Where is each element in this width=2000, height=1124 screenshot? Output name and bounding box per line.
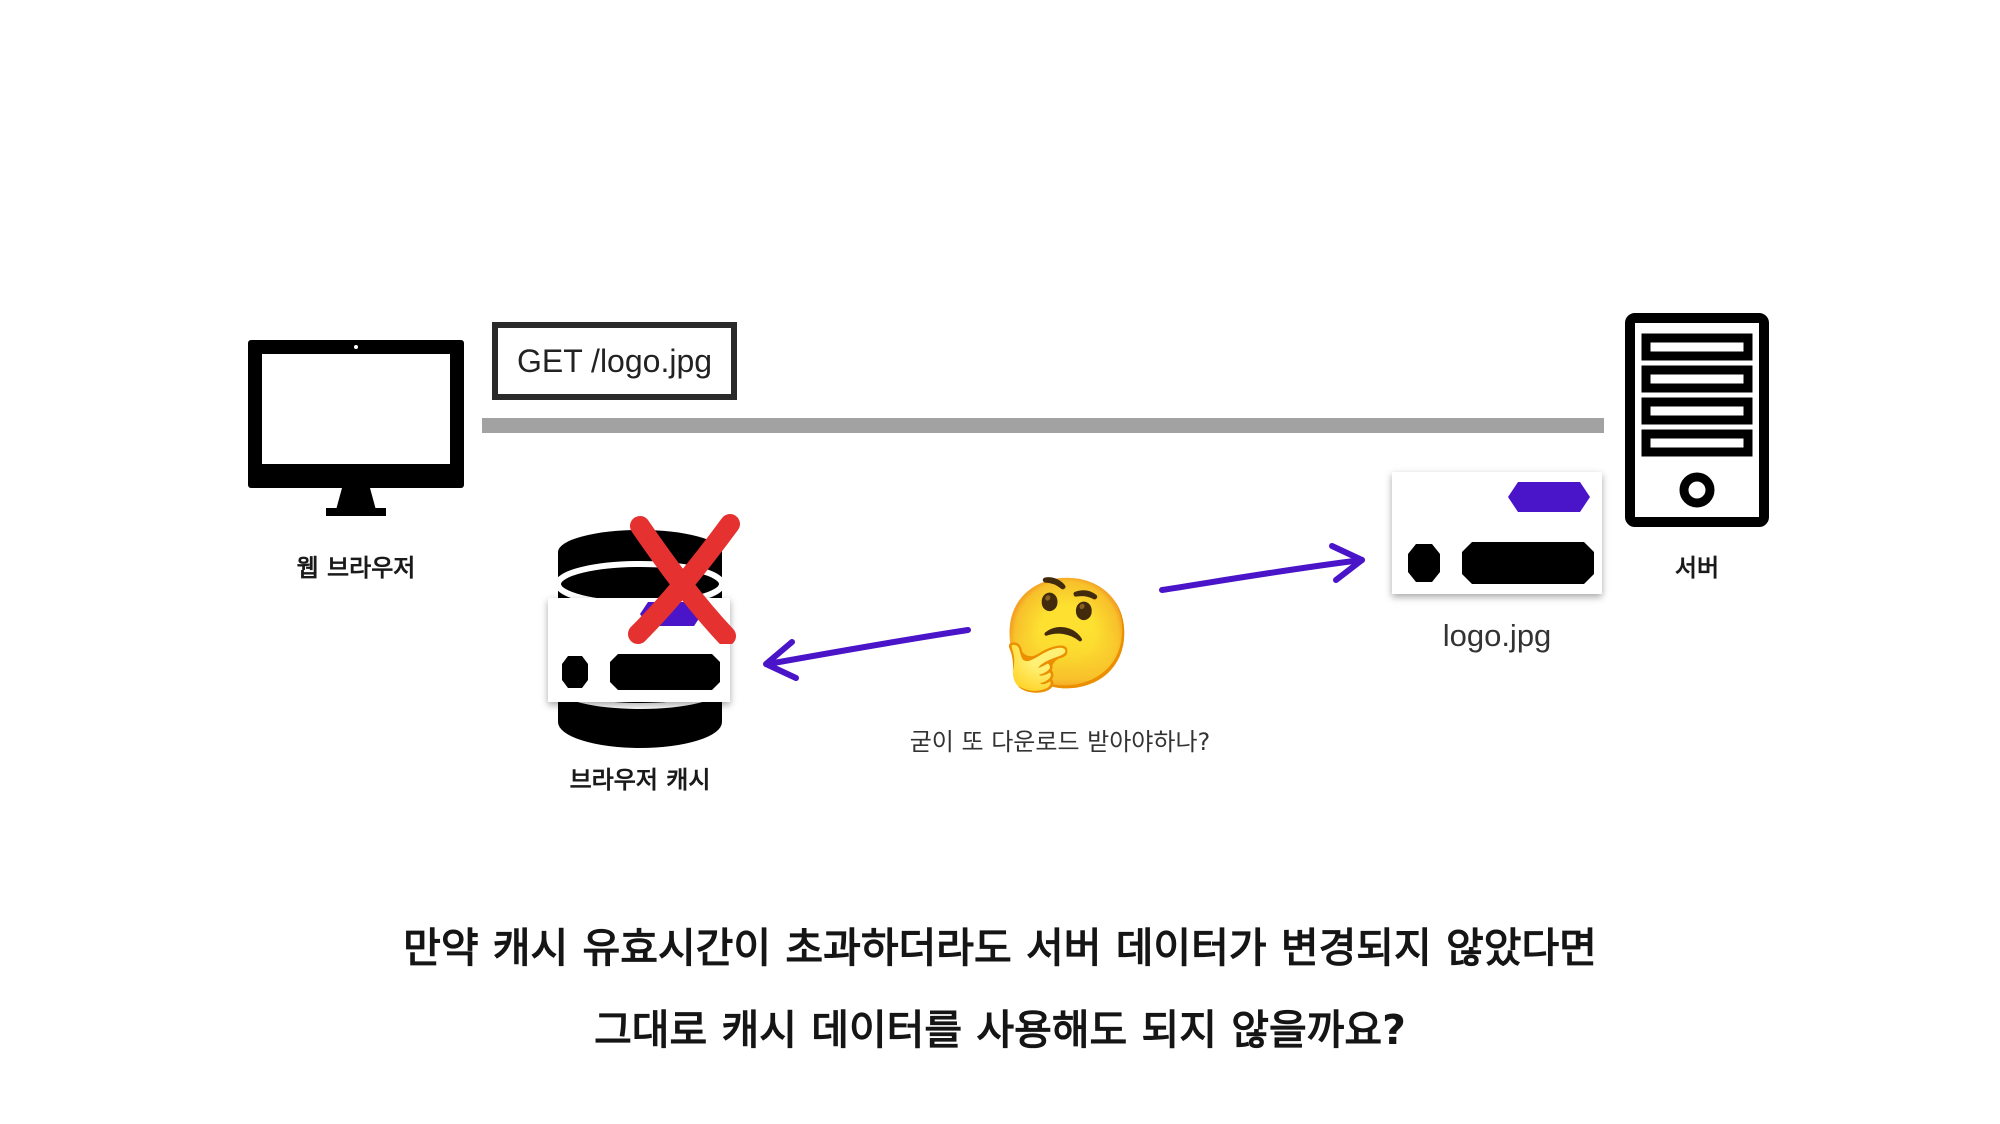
cached-logo-image [548,598,730,702]
thinking-face-emoji: 🤔 [1000,572,1135,697]
cached-logo-shapes [562,602,720,690]
red-x-icon [628,514,740,644]
download-question-caption: 굳이 또 다운로드 받아야하나? [909,728,1211,756]
cache-label: 브라우저 캐시 [569,766,711,794]
arrow-to-cache [763,627,971,681]
bottom-question-line-2: 그대로 캐시 데이터를 사용해도 되지 않을까요? [594,1006,1406,1054]
arrow-to-server [1159,543,1365,593]
browser-label: 웹 브라우저 [296,554,416,582]
server-label: 서버 [1674,554,1720,582]
connection-line [482,418,1604,433]
server-file-label: logo.jpg [1442,618,1552,653]
request-label: GET /logo.jpg [516,342,713,379]
desktop-monitor-icon [248,340,464,516]
server-logo-image [1392,472,1602,594]
request-label-box: GET /logo.jpg [492,322,737,400]
logo-shapes [1408,482,1594,584]
bottom-question-line-1: 만약 캐시 유효시간이 초과하더라도 서버 데이터가 변경되지 않았다면 [403,924,1597,972]
server-tower-icon [1625,313,1769,527]
